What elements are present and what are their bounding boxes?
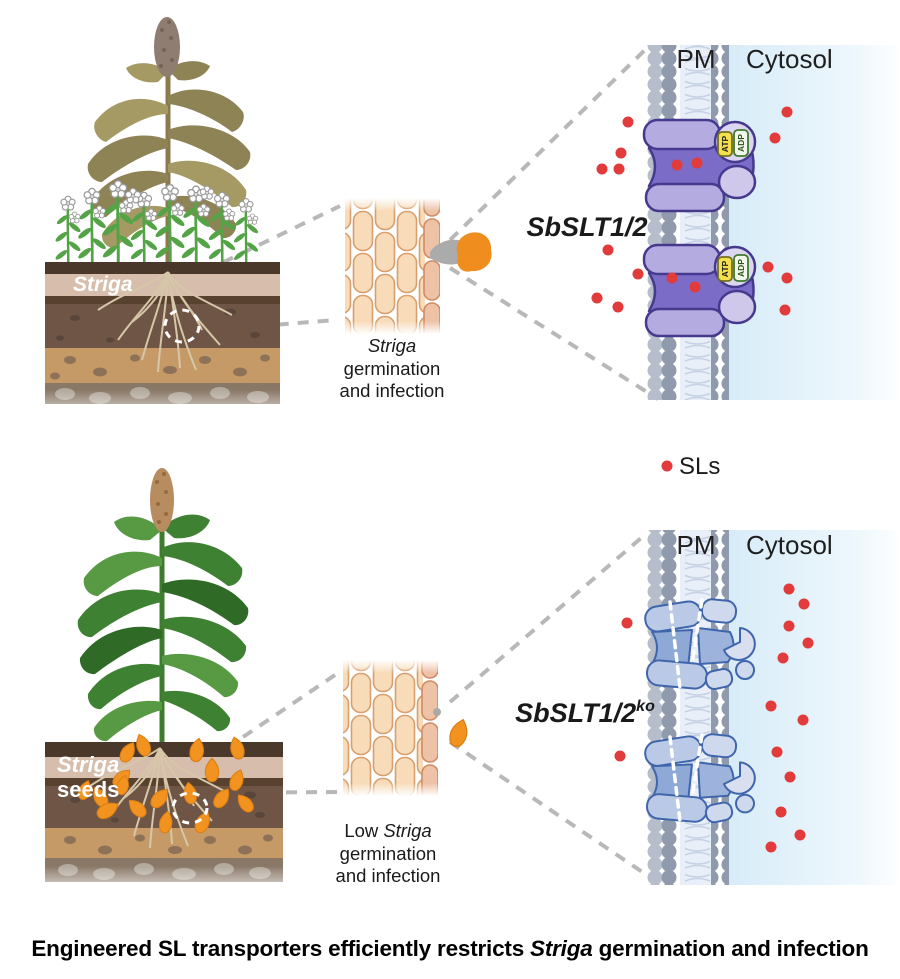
healthy-sorghum-plant [77,468,249,750]
cytosol-label-bottom: Cytosol [746,530,833,560]
sorghum-roots [97,271,233,373]
bottom-soil-label-1: Striga [57,752,119,777]
lipid-bilayer [680,45,711,400]
top-tissue-caption-2: germination [344,358,441,379]
top-soil-label: Striga [73,273,133,296]
healthy-panicle [150,468,174,532]
caption-part2: germination and infection [598,936,869,961]
bottom-soil-block: Striga seeds [40,731,288,898]
bottom-membrane-panel: PM Cytosol SbSLT1/2ko [515,530,898,885]
zoom-source-circle [163,308,201,344]
top-membrane-panel: PM Cytosol SbSLT1/2 [526,44,898,400]
figure-caption: Engineered SL transporters efficiently r… [0,936,900,962]
sl-dots-bottom [614,583,814,853]
cytosol-label: Cytosol [746,44,833,74]
caption-striga-italic: Striga [530,936,593,961]
cytosol-region [729,45,898,400]
bottom-soil-label-2: seeds [57,777,119,802]
wilted-panicle [154,17,180,77]
membrane-beads-left-bottom [646,530,680,885]
lipid-bilayer-bottom [680,530,711,885]
caption-part1: Engineered SL transporters efficiently r… [31,936,525,961]
bottom-tissue-caption-2: germination [340,843,437,864]
pm-label: PM [677,44,716,74]
sl-legend: SLs [661,453,720,480]
pm-label-bottom: PM [677,530,716,560]
germinated-striga-seed [456,232,492,272]
bottom-tissue-caption-3: and infection [336,865,441,886]
zoom-source-circle-bottom [171,791,209,825]
membrane-beads-right [711,45,729,400]
top-zoom-tissue-panel: Striga germination and infection [340,177,492,401]
sl-legend-dot [661,460,673,472]
membrane-beads-right-bottom [711,530,729,885]
top-tissue-caption-1: Striga [368,335,416,356]
sl-dots-top [591,106,793,316]
top-soil-block: Striga [40,262,288,425]
sl-transporter-2 [642,243,757,338]
membrane-beads-left [646,45,680,400]
cytosol-region-bottom [729,530,898,885]
top-tissue-caption-3: and infection [340,380,445,401]
sl-legend-label: SLs [679,453,720,480]
transporter-label-top: SbSLT1/2 [526,212,647,242]
transporter-label-bottom: SbSLT1/2ko [515,698,655,728]
